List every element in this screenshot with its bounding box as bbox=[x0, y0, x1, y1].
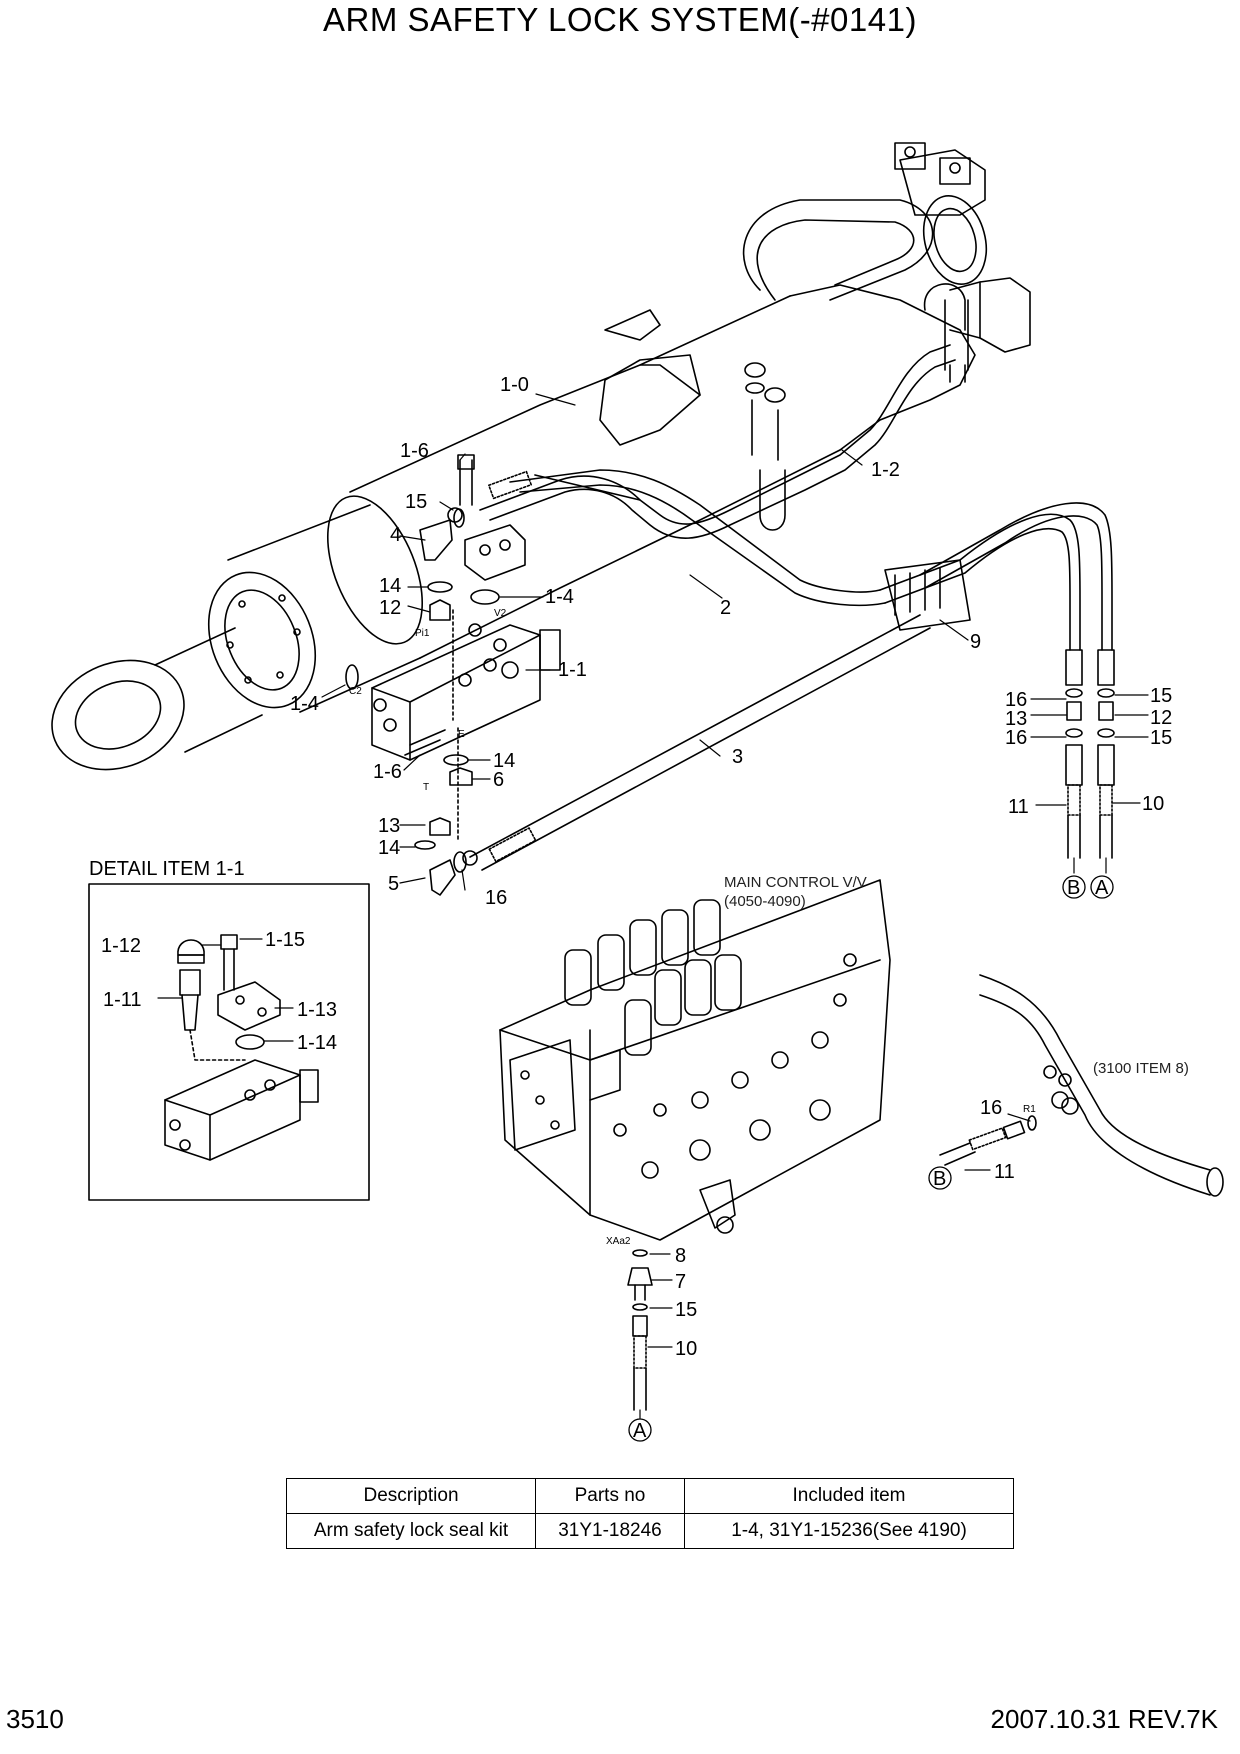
callout-1-6-bottom: 1-6 bbox=[373, 761, 402, 783]
callout-1-4-left: 1-4 bbox=[290, 693, 319, 715]
marker-b-ref: B bbox=[933, 1168, 946, 1190]
detail-callout-1-12: 1-12 bbox=[101, 935, 141, 957]
callout-7: 7 bbox=[675, 1271, 686, 1293]
callout-16-right-bottom: 16 bbox=[1005, 727, 1027, 749]
callout-3: 3 bbox=[732, 746, 743, 768]
callout-1-0: 1-0 bbox=[500, 374, 529, 396]
marker-a-bottom: A bbox=[633, 1420, 647, 1442]
table-cell: 1-4, 31Y1-15236(See 4190) bbox=[684, 1513, 1014, 1549]
callout-13-right: 13 bbox=[1005, 708, 1027, 730]
date-revision: 2007.10.31 REV.7K bbox=[990, 1704, 1218, 1734]
callout-1-1: 1-1 bbox=[558, 659, 587, 681]
marker-a-top: A bbox=[1095, 877, 1109, 899]
port-label-r1: R1 bbox=[1023, 1104, 1036, 1115]
callout-15-right-bottom: 15 bbox=[1150, 727, 1172, 749]
port-label-t: T bbox=[423, 782, 429, 793]
callout-12-right: 12 bbox=[1150, 707, 1172, 729]
page-title: ARM SAFETY LOCK SYSTEM(-#0141) bbox=[323, 1, 917, 38]
callout-11-ref: 11 bbox=[994, 1161, 1015, 1183]
main-control-range: (4050-4090) bbox=[724, 893, 806, 910]
port-label-e: E bbox=[458, 729, 465, 740]
callout-15-top: 15 bbox=[405, 491, 427, 513]
table-header: Description bbox=[286, 1478, 536, 1514]
detail-box bbox=[88, 883, 370, 1201]
callout-4: 4 bbox=[390, 524, 401, 546]
detail-callout-1-11: 1-11 bbox=[103, 989, 142, 1011]
main-control-valve bbox=[499, 879, 891, 1411]
callout-6: 6 bbox=[493, 769, 504, 791]
detail-callout-1-15: 1-15 bbox=[265, 929, 305, 951]
arm-cylinder bbox=[51, 142, 1031, 771]
main-control-label: MAIN CONTROL V/V bbox=[724, 874, 867, 891]
reference-pipe bbox=[939, 974, 1224, 1197]
detail-callout-1-13: 1-13 bbox=[297, 999, 337, 1021]
table-header-row: Description Parts no Included item bbox=[286, 1478, 1014, 1514]
callout-16-left: 16 bbox=[485, 887, 507, 909]
detail-heading: DETAIL ITEM 1-1 bbox=[89, 858, 245, 880]
callout-8: 8 bbox=[675, 1245, 686, 1267]
port-label-v2: V2 bbox=[494, 608, 507, 619]
callout-10-right: 10 bbox=[1142, 793, 1164, 815]
port-label-xaa2: XAa2 bbox=[606, 1236, 631, 1247]
reference-note: (3100 ITEM 8) bbox=[1093, 1060, 1189, 1077]
callout-5: 5 bbox=[388, 873, 399, 895]
callout-14-bottom: 14 bbox=[378, 837, 400, 859]
callout-1-4-top: 1-4 bbox=[545, 586, 574, 608]
table-header: Parts no bbox=[535, 1478, 685, 1514]
detail-callout-1-14: 1-14 bbox=[297, 1032, 337, 1054]
leader-lines bbox=[157, 393, 1149, 1419]
callout-1-6-top: 1-6 bbox=[400, 440, 429, 462]
callout-16-ref: 16 bbox=[980, 1097, 1002, 1119]
parts-table: Description Parts no Included item Arm s… bbox=[286, 1478, 1014, 1549]
safety-lock-valve bbox=[345, 454, 561, 896]
marker-b-top: B bbox=[1067, 877, 1080, 899]
callout-16-right-top: 16 bbox=[1005, 689, 1027, 711]
callout-15-bottom: 15 bbox=[675, 1299, 697, 1321]
callout-10-bottom: 10 bbox=[675, 1338, 697, 1360]
table-header: Included item bbox=[684, 1478, 1014, 1514]
pipes bbox=[469, 344, 1113, 871]
callout-13-left: 13 bbox=[378, 815, 400, 837]
callout-9: 9 bbox=[970, 631, 981, 653]
callout-14-top: 14 bbox=[379, 575, 401, 597]
table-row: Arm safety lock seal kit 31Y1-18246 1-4,… bbox=[286, 1513, 1014, 1549]
callout-12-top: 12 bbox=[379, 597, 401, 619]
callout-11-right: 11 bbox=[1008, 796, 1029, 818]
callout-15-right-top: 15 bbox=[1150, 685, 1172, 707]
port-label-pi1: Pi1 bbox=[415, 628, 430, 639]
port-label-c2: C2 bbox=[349, 686, 362, 697]
table-cell: 31Y1-18246 bbox=[535, 1513, 685, 1549]
callout-1-2: 1-2 bbox=[871, 459, 900, 481]
page-number: 3510 bbox=[6, 1704, 64, 1734]
hose-assembly-right bbox=[1065, 649, 1115, 859]
table-cell: Arm safety lock seal kit bbox=[286, 1513, 536, 1549]
callout-2: 2 bbox=[720, 597, 731, 619]
callout-14-mid: 14 bbox=[493, 750, 515, 772]
